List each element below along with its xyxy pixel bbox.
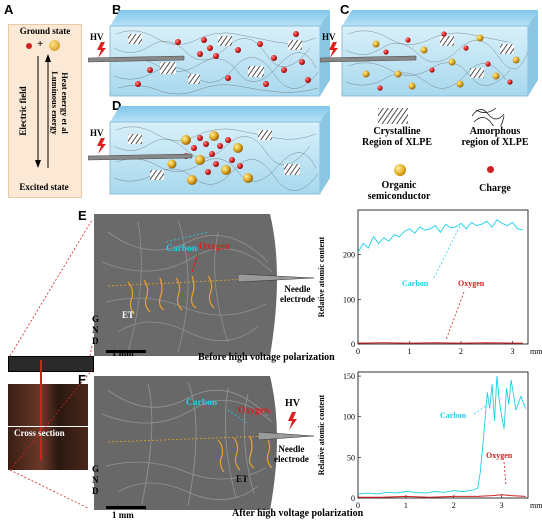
scale-bar-label-f: 1 mm	[112, 510, 134, 520]
hv-label-b: HV	[90, 32, 104, 42]
charge-label: Charge	[479, 183, 511, 194]
cross-section-label: Cross section	[14, 428, 65, 438]
x-tick-label: 1	[408, 347, 412, 356]
y-axis-label: Relative atomic content	[317, 394, 326, 475]
series-annotation-oxygen: Oxygen	[458, 279, 485, 288]
x-axis-label: mm	[530, 501, 542, 510]
excited-state-label: Excited state	[19, 182, 69, 192]
y-tick-label: 50	[347, 453, 355, 462]
y-tick-label: 0	[351, 494, 355, 503]
organic-semiconductor-icon	[49, 40, 60, 51]
hv-lightning-icon	[329, 42, 338, 58]
cross-section-marker-line	[40, 360, 42, 460]
charge-dot-icon	[26, 43, 32, 49]
xlpe-box-d	[88, 106, 330, 195]
before-caption: Before high voltage polarization	[198, 352, 335, 363]
annotation-arrow	[473, 405, 487, 415]
hv-label-c: HV	[322, 32, 336, 42]
state-transition-arrows	[35, 54, 51, 168]
series-line-carbon	[357, 219, 523, 253]
panel-label-c: C	[340, 2, 350, 17]
series-annotation-carbon: Carbon	[402, 279, 429, 288]
panel-label-b: B	[112, 2, 122, 17]
series-annotation-carbon: Carbon	[440, 411, 467, 420]
oxygen-label-f: Oxygen	[238, 406, 270, 416]
et-label-f: ET	[236, 474, 249, 484]
gnd-label-f: G N D	[92, 464, 99, 497]
gnd-letter: G	[92, 314, 100, 324]
crystalline-region-icon	[378, 108, 408, 124]
series-line-oxygen	[358, 494, 526, 498]
hv-lightning-icon	[288, 412, 297, 430]
charge-icon	[487, 166, 494, 173]
needle-electrode-label-e: Needle electrode	[280, 284, 315, 304]
gnd-label-e: G N D	[92, 314, 99, 347]
oxygen-label-e: Oxygen	[199, 242, 231, 252]
cross-section-block	[8, 384, 92, 470]
hv-lightning-icon	[97, 138, 106, 154]
x-axis-label: mm	[530, 347, 542, 356]
hv-lightning-icon	[97, 42, 106, 58]
series-annotation-oxygen: Oxygen	[486, 451, 513, 460]
annotation-arrow	[445, 291, 465, 341]
xlpe-box-b	[88, 10, 330, 97]
annotation-arrow	[503, 461, 507, 487]
plot-frame	[357, 371, 529, 499]
hv-label-d: HV	[90, 128, 104, 138]
gnd-letter: N	[92, 325, 99, 335]
panel-label-a: A	[4, 2, 14, 17]
crystalline-region-label: Crystalline Region of XLPE	[362, 126, 432, 148]
x-tick-label: 0	[356, 501, 360, 510]
y-axis-label: Relative atomic content	[317, 236, 326, 317]
plus-sign: +	[37, 38, 44, 50]
energy-state-box	[8, 24, 82, 198]
electric-field-label: Electric field	[18, 86, 28, 136]
gnd-letter: G	[92, 464, 100, 474]
x-tick-label: 3	[500, 501, 504, 510]
y-tick-label: 0	[351, 340, 355, 349]
organic-semiconductor-label: Organic semiconductor	[367, 180, 431, 202]
et-label-e: ET	[122, 310, 135, 320]
organic-semiconductor-icon	[394, 164, 406, 176]
sem-micrograph-after	[88, 374, 314, 514]
gnd-letter: D	[92, 336, 99, 346]
cross-section-caption-bar	[8, 426, 92, 427]
cross-section-thin-strip	[8, 356, 94, 372]
y-tick-label: 150	[343, 372, 355, 381]
x-tick-label: 2	[452, 501, 456, 510]
ground-state-label: Ground state	[19, 26, 71, 36]
panel-label-e: E	[78, 208, 87, 223]
gnd-letter: D	[92, 486, 99, 496]
after-caption: After high voltage polarization	[232, 508, 364, 519]
scale-bar-label-e: 1 mm	[112, 348, 134, 358]
hv-label-f: HV	[285, 398, 300, 409]
x-tick-label: 2	[459, 347, 463, 356]
annotation-arrow	[433, 225, 461, 279]
amorphous-region-icon	[471, 107, 505, 126]
luminous-energy-label: Luminous energy	[50, 71, 60, 135]
plot-frame	[357, 209, 529, 345]
gnd-letter: N	[92, 475, 99, 485]
needle-electrode-label-f: Needle electrode	[274, 444, 309, 464]
panel-label-d: D	[112, 98, 122, 113]
heat-energy-label: Heat energy et al	[60, 72, 70, 134]
xlpe-box-c	[320, 10, 538, 97]
y-tick-label: 100	[343, 413, 355, 422]
zoom-guide-lines	[9, 219, 93, 511]
panel-label-f: F	[78, 372, 86, 387]
carbon-label-e: Carbon	[166, 244, 198, 254]
amorphous-region-label: Amorphous region of XLPE	[461, 126, 529, 148]
x-tick-label: 0	[356, 347, 360, 356]
sem-micrograph-before	[88, 212, 314, 360]
series-line-carbon	[357, 376, 527, 495]
chart-atomic-content-after: 0 50 100 150 0 1 2 3 mm Relative atomic content Ca…	[317, 371, 542, 510]
y-tick-label: 200	[343, 251, 355, 260]
x-tick-label: 3	[511, 347, 515, 356]
x-tick-label: 1	[404, 501, 408, 510]
carbon-label-f: Carbon	[186, 398, 218, 408]
y-tick-label: 100	[343, 295, 355, 304]
